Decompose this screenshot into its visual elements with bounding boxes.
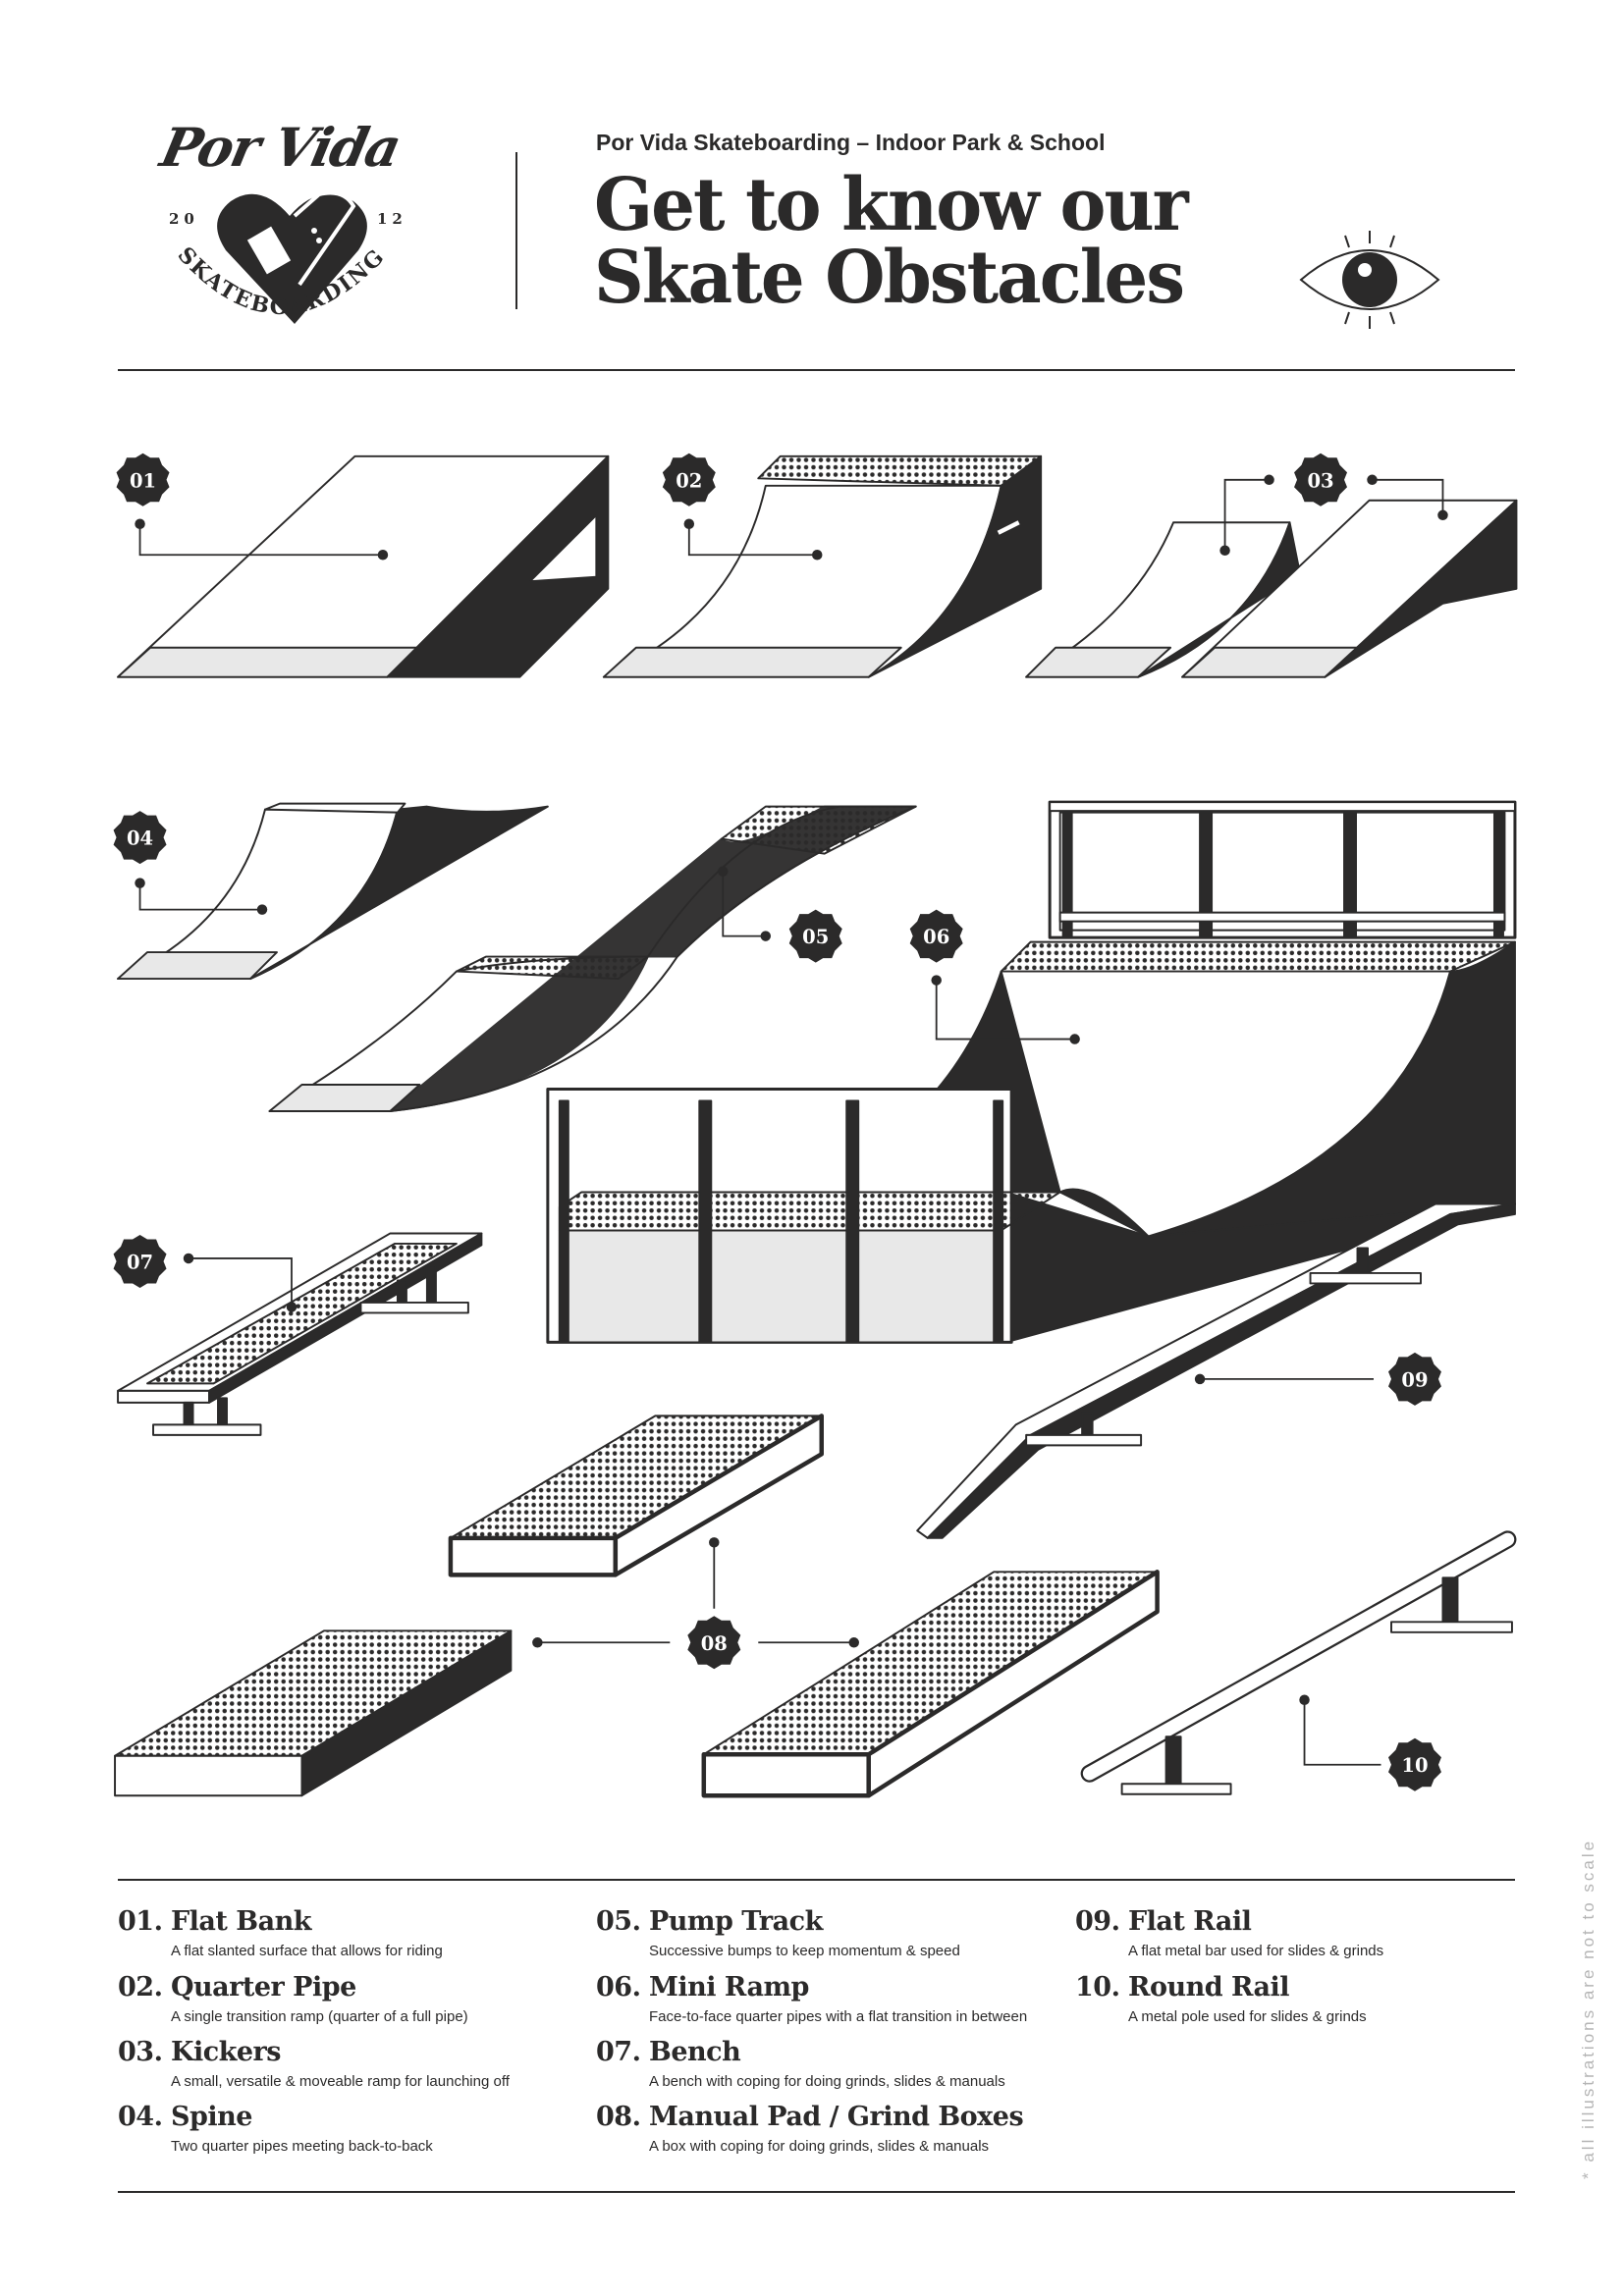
logo-year-right: 12 [377, 210, 407, 228]
logo-arc-text: SKATEBOARDING [173, 242, 389, 321]
badge-08: 08 [687, 1616, 741, 1670]
page-title-line1: Get to know our [594, 163, 1189, 247]
svg-text:07: 07 [127, 1251, 153, 1273]
bench-illustration [117, 1232, 483, 1436]
mini-ramp-illustration [546, 800, 1517, 1344]
badge-01: 01 [116, 453, 170, 507]
header-divider [515, 152, 517, 309]
page-title-line2: Skate Obstacles [594, 236, 1185, 320]
grind-boxes-illustration [114, 1414, 1160, 1798]
spine-illustration [117, 802, 549, 981]
flat-bank-illustration [117, 454, 610, 678]
badge-03: 03 [1294, 453, 1348, 507]
logo-heart-skateboard-icon [217, 190, 367, 324]
svg-text:05: 05 [802, 926, 829, 948]
badge-02: 02 [662, 453, 716, 507]
header-rule [118, 369, 1515, 371]
leader-dots [135, 474, 1448, 1706]
scale-note: * all illustrations are not to scale [1579, 1838, 1597, 2179]
header-subtitle: Por Vida Skateboarding – Indoor Park & S… [596, 130, 1106, 155]
svg-text:02: 02 [676, 469, 702, 492]
svg-text:09: 09 [1401, 1368, 1428, 1391]
kickers-illustration [1025, 499, 1518, 678]
svg-text:06: 06 [923, 926, 949, 948]
svg-text:01: 01 [130, 469, 156, 492]
pump-track-illustration [268, 805, 917, 1112]
badge-07: 07 [113, 1234, 167, 1288]
legend-top-rule [118, 1879, 1515, 1881]
leader-lines [138, 478, 1444, 1766]
badge-10: 10 [1387, 1737, 1441, 1791]
quarter-pipe-illustration [602, 454, 1043, 678]
legend-bottom-rule [118, 2191, 1515, 2193]
round-rail-illustration [1080, 1530, 1517, 1795]
badge-06: 06 [909, 909, 963, 963]
eye-icon [1299, 231, 1440, 329]
svg-text:04: 04 [127, 828, 153, 850]
badge-04: 04 [113, 811, 167, 865]
badge-09: 09 [1387, 1352, 1441, 1406]
svg-text:03: 03 [1307, 469, 1333, 492]
svg-text:10: 10 [1401, 1754, 1428, 1777]
logo-year-left: 20 [169, 210, 199, 228]
flat-rail-illustration [916, 1202, 1516, 1539]
badge-05: 05 [788, 909, 842, 963]
svg-text:08: 08 [701, 1632, 728, 1655]
